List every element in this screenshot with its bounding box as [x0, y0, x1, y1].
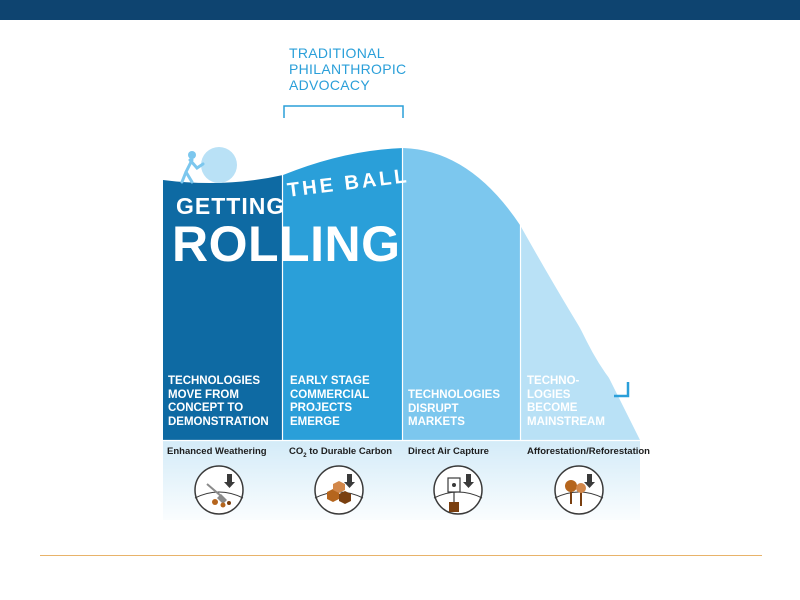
stage-label-line: MOVE FROM — [168, 388, 239, 401]
stage-band-1 — [163, 148, 282, 440]
reforestation-icon — [554, 465, 604, 515]
stage-band-2 — [283, 148, 402, 440]
stage-label-line: EMERGE — [290, 415, 340, 428]
tech-label-text: Afforestation/Reforestation — [527, 446, 650, 457]
title-rolling: ROLLING — [172, 216, 401, 272]
stage-label-line: TECHNO- — [527, 375, 580, 387]
tech-label-sub: 2 — [303, 452, 307, 459]
tech-label-text: Direct Air Capture — [408, 446, 489, 457]
tech-label-reforestation: Afforestation/Reforestation — [527, 446, 650, 459]
header-bar — [0, 0, 800, 20]
stage-label-line: LOGIES — [527, 388, 571, 401]
stage-label-line: MARKETS — [408, 416, 465, 428]
tech-label-durable-carbon: CO2 to Durable Carbon — [289, 446, 392, 459]
title-getting: GETTING — [176, 193, 286, 219]
durable-carbon-icon — [314, 465, 364, 515]
stage-label-line: TECHNOLOGIES — [408, 389, 501, 401]
footer-rule — [40, 555, 762, 556]
stage-label-line: PROJECTS — [290, 402, 352, 414]
advocacy-label-line: PHILANTHROPIC — [289, 61, 407, 77]
stage-label-1: TECHNOLOGIES MOVE FROM CONCEPT TO DEMONS… — [168, 375, 269, 429]
tech-label-text: CO — [289, 446, 304, 457]
advocacy-bracket — [283, 105, 404, 118]
tech-label-enhanced-weathering: Enhanced Weathering — [167, 446, 267, 459]
stage-label-line: DISRUPT — [408, 402, 459, 415]
advocacy-label: TRADITIONAL PHILANTHROPIC ADVOCACY — [289, 45, 429, 93]
weathering-icon — [194, 465, 244, 515]
tech-label-text: to Durable Carbon — [306, 446, 393, 457]
stage-label-2: EARLY STAGE COMMERCIAL PROJECTS EMERGE — [290, 375, 370, 429]
stage-label-line: BECOME — [527, 402, 578, 414]
stage-label-3: TECHNOLOGIES DISRUPT MARKETS — [408, 389, 500, 430]
stage-label-line: DEMONSTRATION — [168, 415, 269, 428]
tech-label-direct-air-capture: Direct Air Capture — [408, 446, 489, 459]
stage-label-line: CONCEPT TO — [168, 402, 244, 414]
direct-air-capture-icon — [433, 465, 483, 515]
advocacy-label-line: TRADITIONAL — [289, 45, 385, 61]
stage-label-line: EARLY STAGE — [290, 375, 370, 387]
advocacy-label-line: ADVOCACY — [289, 77, 370, 93]
stage-label-line: TECHNOLOGIES — [168, 375, 261, 387]
stage-label-line: COMMERCIAL — [290, 388, 370, 401]
stage-label-line: MAINSTREAM — [527, 415, 605, 428]
stage-label-4: TECHNO- LOGIES BECOME MAINSTREAM — [527, 375, 605, 429]
tech-label-text: Enhanced Weathering — [167, 446, 267, 457]
person-pushing-ball-icon — [180, 147, 237, 184]
